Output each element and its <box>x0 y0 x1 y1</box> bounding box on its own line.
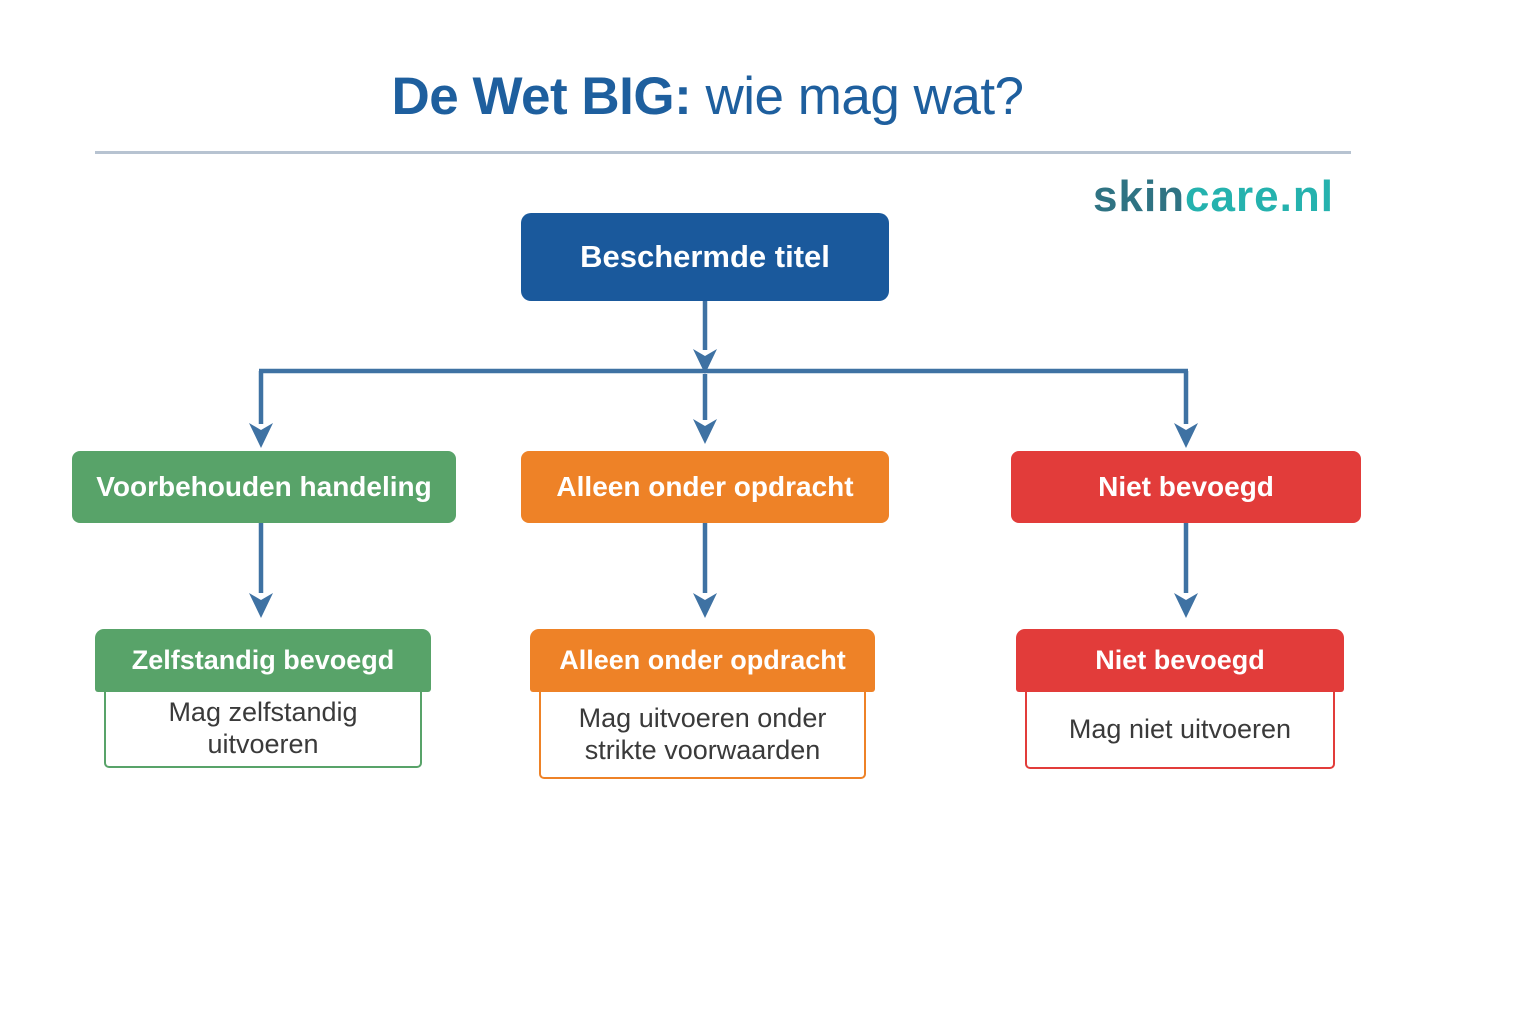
page-title-regular: wie mag wat? <box>705 67 1024 126</box>
node-alleen-onder-opdracht-label: Alleen onder opdracht <box>556 471 854 502</box>
brand-logo-care: care <box>1185 172 1280 221</box>
outcome-card-header: Zelfstandig bevoegd <box>95 629 431 692</box>
node-voorbehouden-handeling-label: Voorbehouden handeling <box>96 471 432 502</box>
outcome-card-header: Alleen onder opdracht <box>530 629 875 692</box>
outcome-card-text: Mag niet uitvoeren <box>1068 713 1292 744</box>
outcome-card-alleen-onder-opdracht: Alleen onder opdracht Mag uitvoeren onde… <box>530 629 875 779</box>
outcome-card-header: Niet bevoegd <box>1016 629 1344 692</box>
arrow-down-icon <box>693 419 717 444</box>
arrow-down-icon <box>1174 593 1198 618</box>
outcome-card-body: Mag uitvoeren onder strikte voorwaarden <box>539 692 866 779</box>
node-beschermde-titel: Beschermde titel <box>521 213 889 301</box>
outcome-card-body: Mag zelfstandig uitvoeren <box>104 692 422 768</box>
arrow-down-icon <box>249 593 273 618</box>
page-title-bold: De Wet BIG: <box>391 67 692 126</box>
outcome-card-body: Mag niet uitvoeren <box>1025 692 1335 769</box>
arrow-down-icon <box>693 593 717 618</box>
outcome-card-title: Niet bevoegd <box>1095 645 1265 675</box>
outcome-card-title: Alleen onder opdracht <box>559 645 846 675</box>
brand-logo-skin: skin <box>1093 172 1186 221</box>
node-niet-bevoegd: Niet bevoegd <box>1011 451 1361 523</box>
arrow-down-icon <box>1174 423 1198 448</box>
outcome-card-text: Mag zelfstandig uitvoeren <box>168 697 358 759</box>
node-beschermde-titel-label: Beschermde titel <box>580 239 830 274</box>
node-niet-bevoegd-label: Niet bevoegd <box>1098 471 1274 502</box>
page-title: De Wet BIG: wie mag wat? <box>0 66 1415 127</box>
outcome-card-zelfstandig-bevoegd: Zelfstandig bevoegd Mag zelfstandig uitv… <box>95 629 431 768</box>
title-divider <box>95 151 1351 154</box>
outcome-card-text: Mag uitvoeren onder strikte voorwaarden <box>578 702 827 765</box>
node-alleen-onder-opdracht: Alleen onder opdracht <box>521 451 889 523</box>
outcome-card-niet-bevoegd: Niet bevoegd Mag niet uitvoeren <box>1016 629 1344 769</box>
brand-logo: skincare.nl <box>1093 172 1334 222</box>
outcome-card-title: Zelfstandig bevoegd <box>131 645 395 675</box>
arrow-down-icon <box>693 349 717 374</box>
arrow-down-icon <box>249 423 273 448</box>
node-voorbehouden-handeling: Voorbehouden handeling <box>72 451 456 523</box>
brand-logo-nl: .nl <box>1279 172 1334 221</box>
